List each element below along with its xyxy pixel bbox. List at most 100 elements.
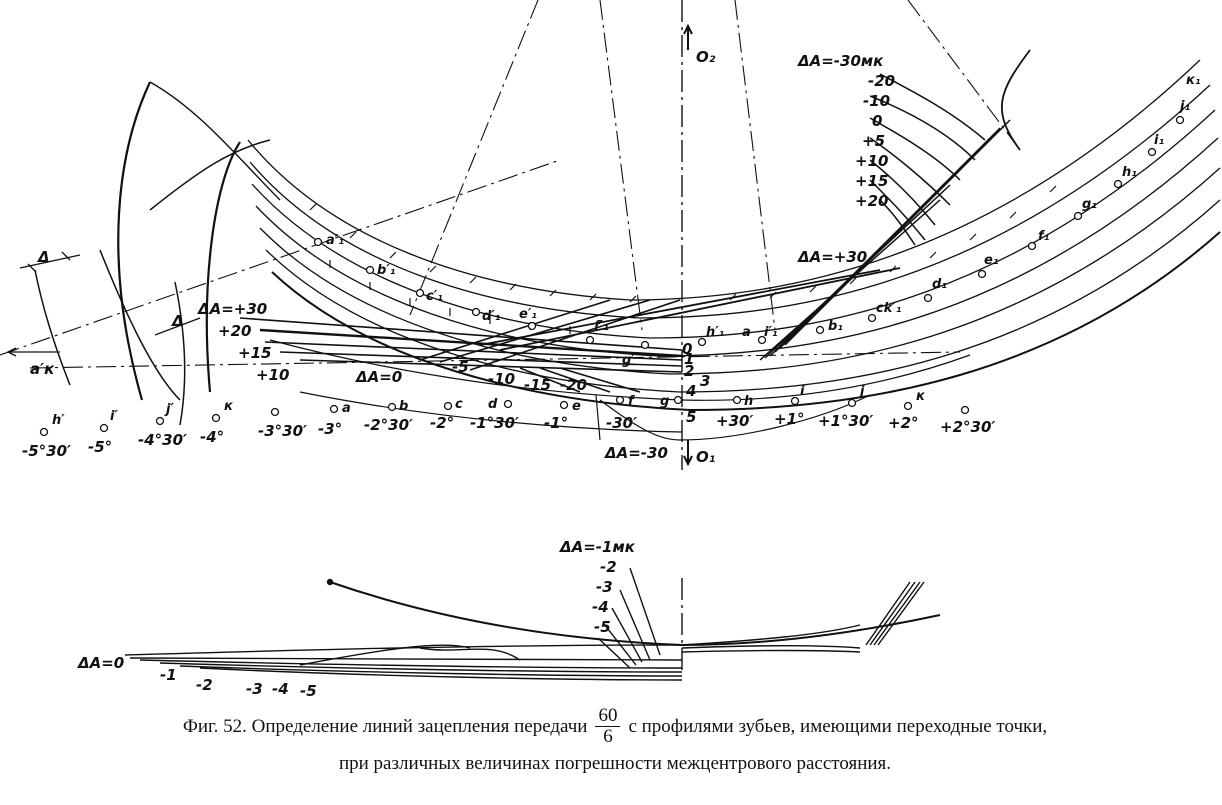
lower-ladder-label: -5 [594,618,611,636]
angle-point-label: f [628,394,636,409]
angle-label: -5°30′ [22,442,71,460]
point-label: b′₁ [377,263,396,278]
angle-label: -1°30′ [470,414,519,432]
ladder-label: +15 [855,172,888,190]
lower-bottom-label: -3 [246,680,263,698]
angle-label: -4°30′ [138,431,187,449]
gear-ratio-fraction: 60 6 [595,706,621,747]
point-label: b₁ [828,319,843,334]
angle-point-label: h [744,394,753,409]
angle-label: -4° [200,428,224,446]
fraction-denominator: 6 [603,726,613,747]
center-number: 0 [682,340,692,358]
caption-line-2: при различных величинах погрешности межц… [338,753,892,774]
lower-diagram [124,567,941,681]
inner-curves [269,339,971,441]
angle-point-label: к [916,389,926,404]
point-label: g₁ [1082,197,1097,212]
da-minus30-label: ΔA=-30 [604,444,668,462]
angle-label: -30′ [606,414,637,432]
da-plus30-left-label: ΔA=+30 [197,300,267,318]
point-label: i′₁ [764,325,778,340]
angle-point-label: j [858,384,865,399]
point-label: g′ [622,353,635,368]
ak-arrow [6,347,60,357]
rim-curves [247,59,1221,412]
angle-circles [39,395,970,437]
point-label: d₁ [932,277,947,292]
delta-dim-mid [154,317,201,336]
left-ladder-label: +20 [218,322,251,340]
o2-arrow [683,23,693,50]
bottom-ladder-label: -10 [488,370,515,388]
delta-dim-top [19,251,81,273]
left-ladder-label: +15 [238,344,271,362]
caption-text-before: Фиг. 52. Определение линий зацепления пе… [182,715,588,737]
action-lines-right [759,49,1031,361]
bottom-ladder-label: -5 [452,358,469,376]
point-label: a′₁ [326,233,344,248]
angle-label: -2° [430,414,454,432]
angle-label: +2° [888,414,919,432]
angle-label: +1° [774,410,805,428]
angle-point-label: j′ [164,402,174,417]
lower-da-zero-label: ΔA=0 [77,654,124,672]
angle-point-label: e [572,399,581,414]
angle-label: +2°30′ [940,418,995,436]
angle-label: -5° [88,438,112,456]
angle-label: -3° [318,420,342,438]
angle-point-label: c [455,397,463,412]
lower-ladder-label: -2 [600,558,617,576]
right-ladder: -20 -10 0 +5 +10 +15 +20 [855,72,895,210]
angle-point-label: i′ [110,409,118,424]
angle-point-label: d [488,397,498,412]
delta-mid-label: Δ [171,312,184,330]
center-number: 2 [684,362,694,380]
rim-point-circles [313,115,1185,350]
point-label: e₁ [984,253,999,268]
lower-ladder-label: -4 [592,598,609,616]
point-label: f₁ [1038,229,1050,244]
angle-point-label: h′ [52,413,65,428]
lower-bottom-label: -4 [272,680,289,698]
point-label: d′₁ [482,309,501,324]
lower-bottom-label: -5 [300,682,317,700]
caption-text-after: с профилями зубьев, имеющими переходные … [628,715,1048,737]
angle-label: -1° [544,414,568,432]
angle-point-label: a [342,401,351,416]
lower-ladder-label: -3 [596,578,613,596]
bottom-ladder-label: -20 [560,376,587,394]
bottom-ladder-label: -15 [524,376,551,394]
center-number: 3 [700,372,710,390]
delta-top-label: Δ [37,248,50,266]
angle-point-label: g [660,394,669,409]
point-label: a [742,325,751,340]
angle-point-label: i [800,384,805,399]
center-number: 1 [684,350,694,368]
left-ladder-label: +10 [256,366,289,384]
angle-point-labels: h′ i′ j′ к a b c d e f g h i j к [52,384,926,428]
point-label: h₁ [1122,165,1137,180]
figure-caption: Фиг. 52. Определение линий зацепления пе… [20,706,1210,779]
axis-o2-label: O₂ [696,48,716,66]
ladder-label: +5 [862,132,885,150]
o1-arrow [683,440,693,467]
ak-prime-label: a′к [30,360,55,378]
ladder-label: -10 [863,92,890,110]
curve-point-labels: a′₁ b′₁ c′₁ d′₁ e′₁ f′₁ g′ h′₁ a i′₁ b₁ … [326,73,1201,368]
da-zero-label: ΔA=0 [355,368,402,386]
ladder-label: -20 [868,72,895,90]
action-lines-left [239,267,901,393]
angle-label: -3°30′ [258,422,307,440]
angle-labels: -5°30′ -5° -4°30′ -4° -3°30′ -3° -2°30′ … [22,410,995,460]
point-label: f′₁ [594,319,609,334]
angle-point-label: b [399,399,408,414]
da-title-label: ΔA=-30мк [797,52,884,70]
point-label: j₁ [1178,99,1190,114]
ladder-label: +10 [855,152,888,170]
point-label: i₁ [1154,133,1164,148]
angle-label: +1°30′ [818,412,873,430]
point-label: e′₁ [519,307,537,322]
axis-o1-label: O₁ [696,448,715,466]
point-label: c′₁ [426,289,443,304]
